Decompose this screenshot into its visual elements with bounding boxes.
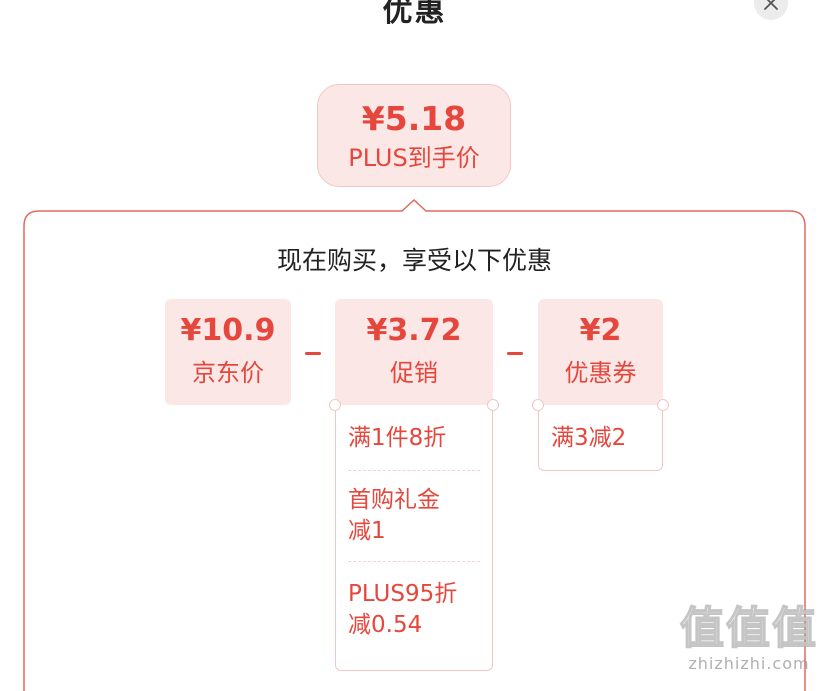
jd-price-box: ¥10.9 京东价 (165, 299, 291, 405)
promotion-item: 满1件8折 (336, 423, 492, 455)
final-price-label: PLUS到手价 (348, 144, 480, 172)
promotion-value: ¥3.72 (366, 313, 462, 348)
promotion-item-text: 减0.54 (348, 612, 423, 638)
promotion-item-text: 减1 (348, 518, 386, 544)
promotion-item-text: PLUS95折 (348, 581, 458, 607)
watermark-logo: 值值值 (679, 603, 818, 655)
promotion-item: 首购礼金 减1 (336, 485, 492, 547)
plus-final-price-badge: ¥5.18 PLUS到手价 (317, 84, 511, 187)
coupon-detail-list: 满3减2 (538, 405, 663, 471)
promotion-item: PLUS95折 减0.54 (336, 579, 492, 641)
ticket-notch (329, 399, 341, 411)
ticket-notch (657, 399, 669, 411)
minus-sign (507, 352, 523, 355)
promotion-detail-list: 满1件8折 首购礼金 减1 PLUS95折 减0.54 (335, 405, 493, 671)
site-watermark: 值值值 zhizhizhi.com (676, 603, 822, 674)
jd-price-label: 京东价 (192, 359, 264, 387)
page-title: 优惠 (382, 0, 447, 29)
minus-sign (305, 352, 321, 355)
coupon-label: 优惠券 (564, 359, 637, 387)
dashed-divider (348, 561, 480, 562)
promotion-item-text: 首购礼金 (348, 487, 440, 513)
dashed-divider (348, 470, 480, 471)
discount-headline: 现在购买，享受以下优惠 (276, 246, 552, 275)
close-button[interactable] (754, 0, 788, 20)
final-price: ¥5.18 (361, 99, 467, 138)
watermark-site: zhizhizhi.com (688, 654, 810, 673)
coupon-value: ¥2 (579, 313, 622, 348)
close-icon (764, 0, 778, 10)
coupon-box: ¥2 优惠券 (538, 299, 663, 405)
promotion-item-text: 满1件8折 (348, 425, 447, 451)
coupon-item: 满3减2 (551, 425, 627, 451)
promotion-label: 促销 (390, 359, 438, 387)
promotion-box: ¥3.72 促销 (335, 299, 493, 405)
jd-price-value: ¥10.9 (180, 313, 276, 348)
ticket-notch (487, 399, 499, 411)
ticket-notch (532, 399, 544, 411)
